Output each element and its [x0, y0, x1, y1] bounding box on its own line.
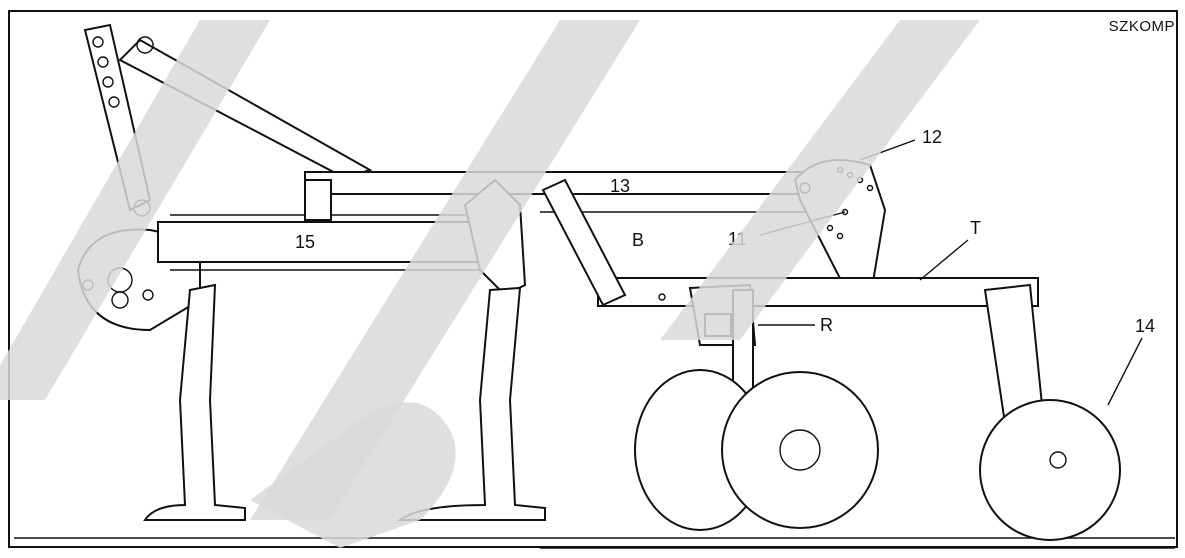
- disc-hub: [779, 429, 821, 471]
- diagonal-link: [541, 178, 627, 307]
- label-B: B: [632, 230, 644, 250]
- front-tine: [143, 283, 246, 521]
- leader-14: [1107, 337, 1143, 406]
- label-T: T: [970, 218, 981, 238]
- label-R: R: [820, 315, 833, 335]
- label-15: 15: [295, 232, 315, 252]
- disc-front: [721, 371, 879, 529]
- label-13: 13: [610, 176, 630, 196]
- point-B: [658, 293, 666, 301]
- label-12: 12: [922, 127, 942, 147]
- label-14: 14: [1135, 316, 1155, 336]
- watermark-stripe-mid: [250, 20, 640, 520]
- watermark-curve: [250, 402, 456, 548]
- roller-hub: [1049, 451, 1067, 469]
- watermark-stripe-right: [660, 20, 980, 340]
- watermark-stripe-left: [0, 20, 270, 400]
- leader-T: [919, 239, 969, 281]
- brand-label: SZKOMP: [1108, 18, 1175, 35]
- lower-frame-bar: [597, 277, 1039, 307]
- roller-wheel: [979, 399, 1121, 541]
